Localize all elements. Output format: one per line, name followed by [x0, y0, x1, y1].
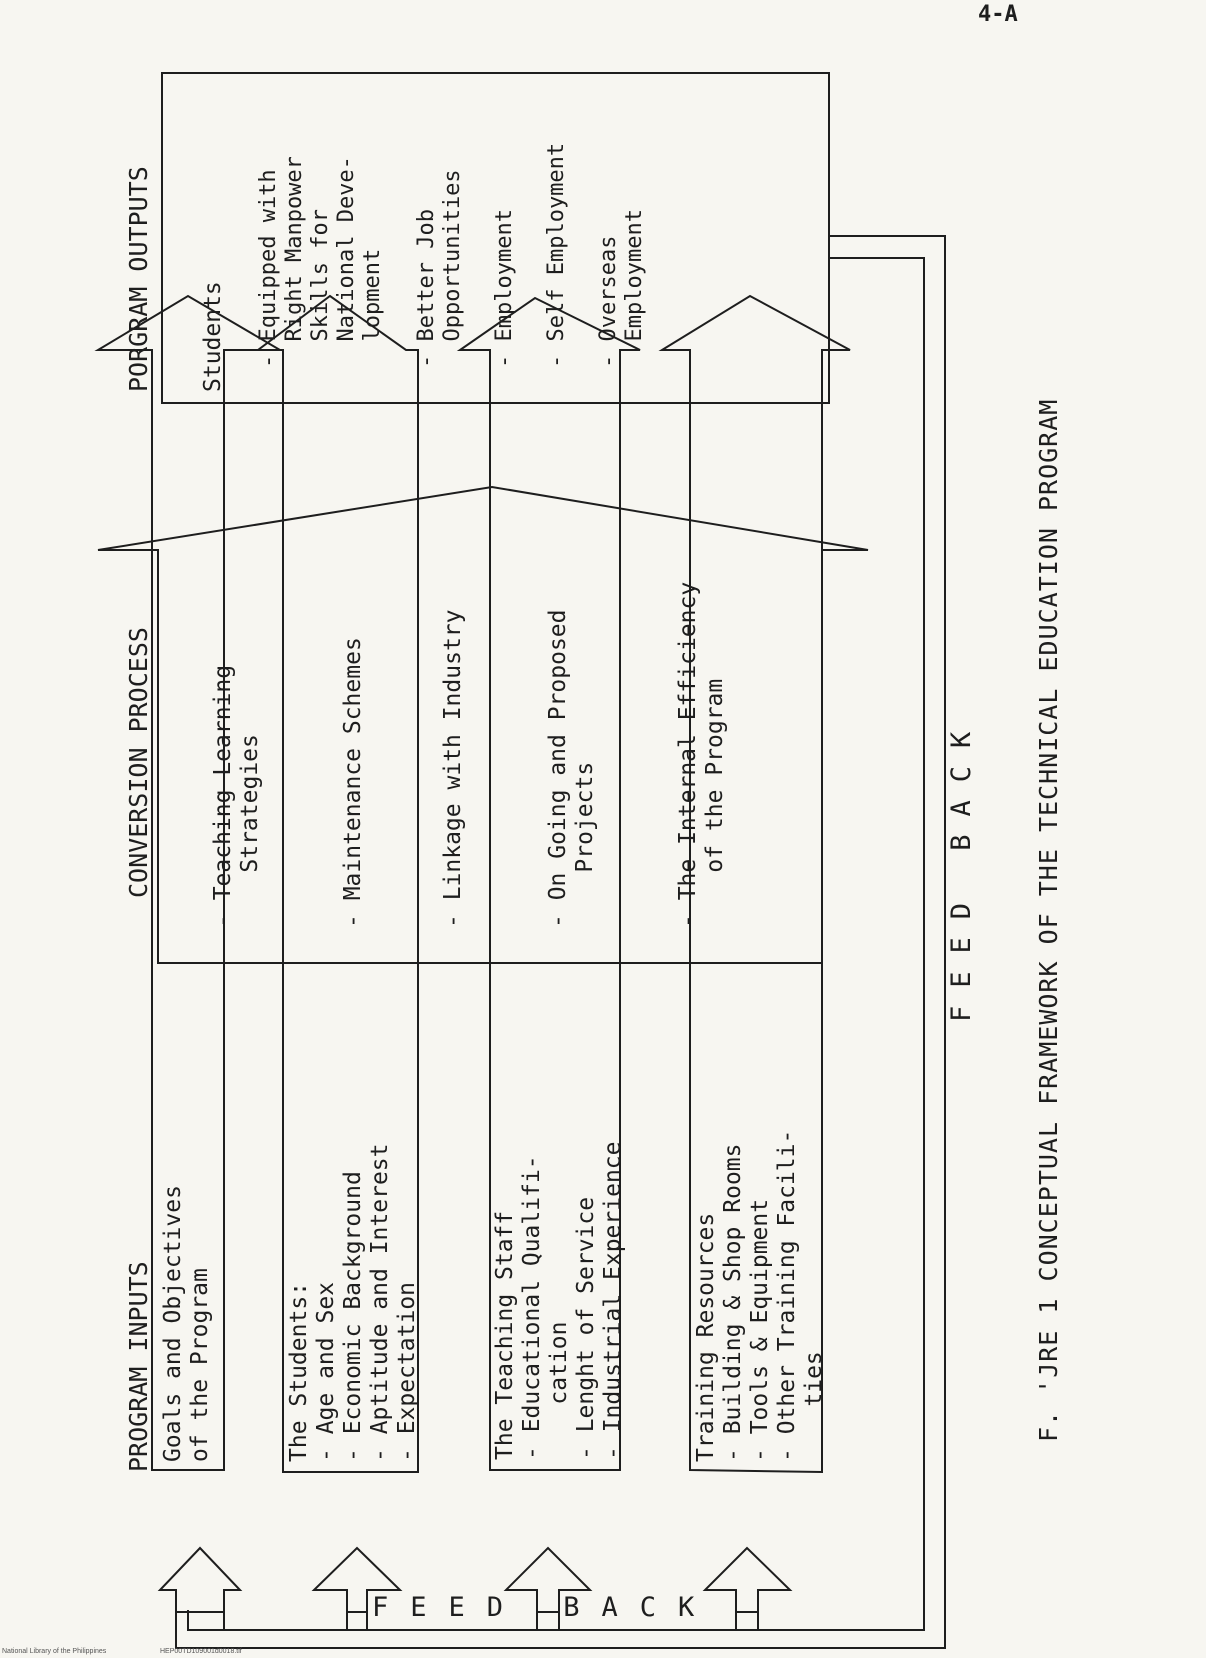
input-arrow-teaching-staff: [460, 298, 640, 1470]
input-students-text: The Students: - Age and Sex - Economic B…: [286, 1143, 420, 1463]
process-item-teaching-learning: - Teaching Learning Strategies: [210, 664, 263, 928]
output-item-equipped: - Equipped with Right Manpower Skills fo…: [256, 156, 385, 368]
program-outputs-box: [162, 73, 829, 403]
program-inputs-heading: PROGRAM INPUTS: [124, 1261, 153, 1472]
conversion-process-arrow: [98, 487, 868, 963]
footer-file: HEP00TD109001d0018.tif: [160, 1648, 242, 1655]
feedback-label-horizontal: FEED BACK: [372, 1592, 717, 1623]
feedback-loop-outer: [176, 236, 945, 1648]
process-item-projects: - On Going and Proposed Projects: [545, 609, 598, 929]
process-item-linkage: - Linkage with Industry: [440, 609, 466, 929]
conversion-process-heading: CONVERSION PROCESS: [124, 627, 153, 898]
feedback-label-vertical: FEED BACK: [946, 713, 977, 1022]
input-training-resources-text: Training Resources - Building & Shop Roo…: [693, 1129, 827, 1462]
figure-caption: F. 'JRE 1 CONCEPTUAL FRAMEWORK OF THE TE…: [1034, 398, 1063, 1442]
program-outputs-heading: PORGRAM OUTPUTS: [124, 166, 153, 392]
process-item-maintenance: - Maintenance Schemes: [340, 637, 366, 928]
input-goals-text: Goals and Objectives of the Program: [160, 1185, 213, 1462]
footer-library: National Library of the Philippines: [2, 1648, 107, 1655]
feedback-loop-inner: [188, 258, 924, 1630]
input-arrow-training-resources: [662, 296, 850, 1472]
page-number: 4-A: [978, 2, 1018, 27]
output-item-employment: - Employment: [492, 209, 517, 368]
input-arrow-students: [258, 296, 418, 1472]
output-item-better-job: - Better Job Opportunities: [414, 169, 465, 368]
feedback-arrow-1: [160, 1548, 240, 1612]
input-teaching-staff-text: The Teaching Staff - Educational Qualifi…: [492, 1141, 626, 1461]
outputs-subheading: Students: [200, 281, 226, 392]
output-item-overseas: - Overseas Employment: [596, 209, 647, 368]
feedback-arrow-3: [506, 1548, 590, 1612]
feedback-arrow-4: [705, 1548, 790, 1612]
input-arrow-goals: [98, 296, 280, 1470]
output-item-self-employment: - Self Employment: [544, 142, 569, 368]
feedback-arrow-2: [314, 1548, 400, 1612]
process-item-internal-efficiency: - The Internal Efficiency of the Program: [675, 581, 728, 928]
